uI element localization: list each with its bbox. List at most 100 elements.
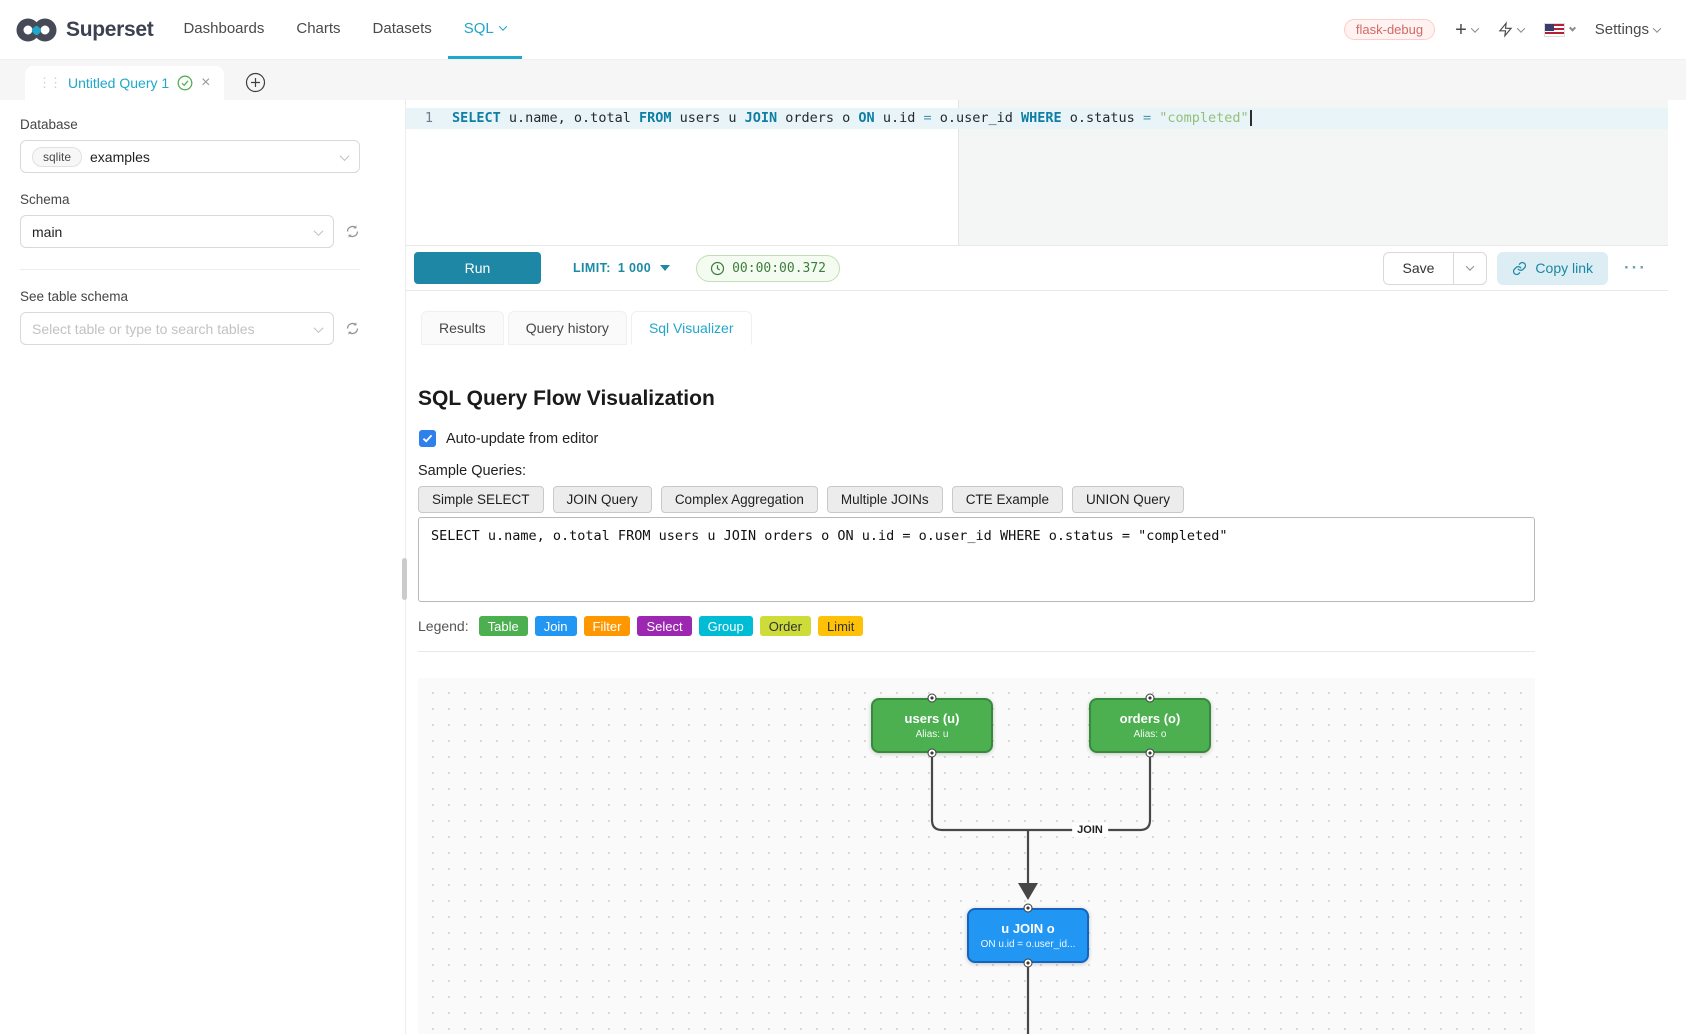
node-subtitle: ON u.id = o.user_id... (980, 939, 1076, 950)
chevron-down-icon (1516, 23, 1526, 33)
schema-label: Schema (20, 192, 70, 207)
sql-token-operator: = (1142, 110, 1152, 126)
limit-dropdown[interactable]: LIMIT: 1 000 (573, 261, 671, 275)
settings-menu[interactable]: Settings (1594, 21, 1662, 38)
result-tab-sql-visualizer[interactable]: Sql Visualizer (630, 311, 752, 345)
node-handle[interactable] (1023, 958, 1033, 968)
new-item-menu[interactable]: + (1455, 20, 1480, 40)
content-divider (418, 651, 1535, 652)
database-engine-badge: sqlite (32, 146, 83, 167)
sql-token-plain: u.name, o.total (500, 110, 639, 126)
schema-select[interactable]: main (20, 215, 334, 248)
sql-code-editor[interactable]: 1 SELECT u.name, o.total FROM users u JO… (406, 100, 1668, 245)
save-button[interactable]: Save (1402, 260, 1435, 276)
nav-item-dashboards[interactable]: Dashboards (183, 19, 265, 37)
sample-query-button-multiple-joins[interactable]: Multiple JOINs (826, 486, 943, 513)
nav-item-datasets[interactable]: Datasets (372, 19, 432, 37)
text-cursor (1249, 110, 1252, 126)
sql-token-keyword: WHERE (1021, 110, 1062, 126)
query-tab-title: Untitled Query 1 (68, 75, 170, 91)
active-line-highlight (406, 108, 1668, 129)
legend-badge-table: Table (478, 616, 528, 636)
sample-query-button-union-query[interactable]: UNION Query (1071, 486, 1184, 513)
close-tab-icon[interactable]: × (201, 74, 211, 91)
node-handle[interactable] (1145, 748, 1155, 758)
result-tab-query-history[interactable]: Query history (507, 311, 627, 345)
node-handle[interactable] (1023, 903, 1033, 913)
caret-down-icon (660, 265, 671, 271)
database-label: Database (20, 117, 78, 132)
query-flow-canvas[interactable]: users (u) Alias: u orders (o) Alias: o u… (418, 678, 1535, 1034)
add-tab-button[interactable] (245, 72, 266, 93)
sql-token-plain: o.status (1061, 110, 1143, 126)
node-handle[interactable] (927, 748, 937, 758)
database-select[interactable]: sqlite examples (20, 140, 360, 173)
result-tab-results[interactable]: Results (421, 311, 504, 345)
database-select-value: examples (90, 148, 150, 165)
elapsed-time: 00:00:00.372 (732, 260, 827, 276)
navbar-right: flask-debug + Settings (1343, 0, 1686, 59)
sample-query-button-join-query[interactable]: JOIN Query (552, 486, 652, 513)
line-number: 1 (424, 110, 433, 126)
settings-label: Settings (1594, 21, 1649, 38)
sql-token-operator: = (923, 110, 932, 126)
join-edge-label: JOIN (1072, 823, 1108, 837)
legend-label: Legend: (418, 618, 469, 634)
link-icon (1512, 261, 1527, 276)
chevron-down-icon (313, 225, 324, 236)
brand-name: Superset (66, 17, 154, 41)
copy-link-label: Copy link (1535, 260, 1594, 276)
legend-badge-order: Order (759, 616, 811, 636)
refresh-schemas-button[interactable] (345, 224, 360, 239)
auto-update-checkbox[interactable] (419, 430, 436, 447)
chevron-down-icon (1652, 23, 1662, 33)
panel-resize-handle[interactable] (402, 558, 407, 600)
query-tab-strip: ⋮⋮ Untitled Query 1 × (0, 60, 1686, 100)
sample-query-button-complex-aggregation[interactable]: Complex Aggregation (660, 486, 818, 513)
top-navbar: Superset Dashboards Charts Datasets SQL fla… (0, 0, 1686, 60)
sample-query-button-simple-select[interactable]: Simple SELECT (418, 486, 544, 513)
auto-update-row: Auto-update from editor (419, 430, 598, 447)
nav-item-sql[interactable]: SQL (447, 0, 522, 59)
node-title: u JOIN o (1001, 921, 1055, 936)
query-input[interactable]: SELECT u.name, o.total FROM users u JOIN… (418, 517, 1535, 602)
superset-brand[interactable]: Superset (0, 0, 154, 59)
sql-token-plain (1151, 110, 1159, 126)
nav-item-charts[interactable]: Charts (296, 19, 341, 37)
schema-select-value: main (32, 223, 63, 240)
run-button[interactable]: Run (414, 252, 541, 284)
sql-token-plain: o.user_id (931, 110, 1022, 126)
sample-query-button-cte-example[interactable]: CTE Example (951, 486, 1063, 513)
query-search-menu[interactable] (1498, 21, 1526, 38)
limit-label: LIMIT: (573, 261, 611, 275)
flow-edges (930, 753, 1152, 1034)
sql-token-keyword: FROM (638, 110, 672, 126)
node-title: orders (o) (1119, 711, 1181, 726)
language-picker[interactable] (1543, 22, 1576, 37)
chevron-down-icon (313, 322, 324, 333)
copy-link-button[interactable]: Copy link (1497, 251, 1609, 285)
legend-badge-select: Select (637, 616, 692, 636)
flow-node-join[interactable]: u JOIN o ON u.id = o.user_id... (967, 908, 1089, 963)
node-title: users (u) (904, 711, 960, 726)
drag-handle-icon[interactable]: ⋮⋮ (38, 75, 62, 90)
query-tab-untitled[interactable]: ⋮⋮ Untitled Query 1 × (25, 66, 224, 100)
more-actions-button[interactable]: ··· (1624, 258, 1647, 277)
chevron-down-icon (1470, 23, 1480, 33)
chevron-down-icon (1568, 24, 1576, 32)
node-subtitle: Alias: o (1133, 729, 1167, 740)
legend-badge-filter: Filter (583, 616, 631, 636)
environment-badge: flask-debug (1343, 19, 1436, 40)
node-handle[interactable] (927, 693, 937, 703)
node-handle[interactable] (1145, 693, 1155, 703)
editor-toolbar: Run LIMIT: 1 000 00:00:00.372 Save Cop (406, 245, 1668, 291)
refresh-tables-button[interactable] (345, 321, 360, 336)
sql-token-keyword: JOIN (744, 110, 778, 126)
auto-update-label: Auto-update from editor (446, 430, 599, 447)
flow-node-orders[interactable]: orders (o) Alias: o (1089, 698, 1211, 753)
clock-icon (710, 261, 725, 276)
save-options-caret[interactable] (1453, 252, 1486, 284)
table-select[interactable]: Select table or type to search tables (20, 312, 334, 345)
flow-node-users[interactable]: users (u) Alias: u (871, 698, 993, 753)
